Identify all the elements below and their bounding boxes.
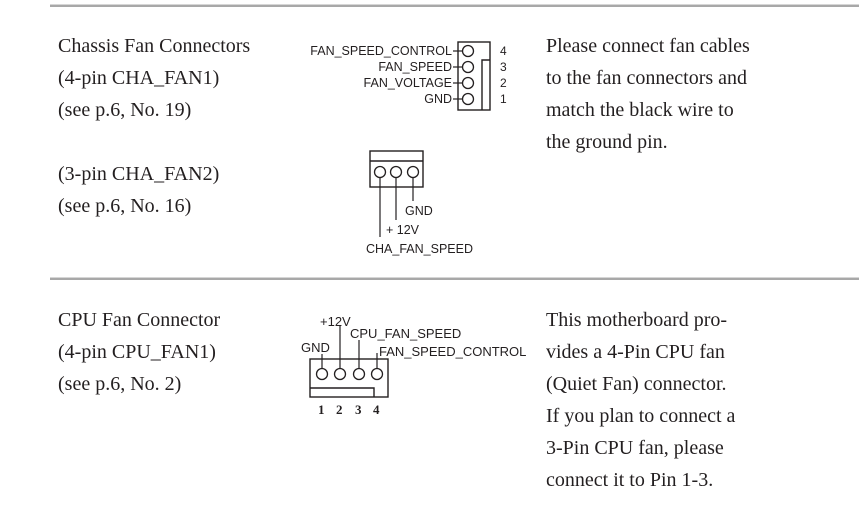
pin-circle	[389, 165, 403, 179]
pin-circle	[461, 92, 475, 106]
pin-row-1: GND 1	[424, 92, 507, 106]
description-line: to the fan connectors and	[546, 67, 748, 89]
pin-circle	[352, 367, 366, 381]
pin-circle	[461, 60, 475, 74]
pin-circle	[373, 165, 387, 179]
pin-number: 2	[336, 402, 343, 417]
pin-row-4: FAN_SPEED_CONTROL 4	[310, 44, 507, 58]
12v-label: + 12V	[386, 223, 420, 237]
chassis-3pin-ref: (see p.6, No. 16)	[58, 195, 192, 217]
pin-circle	[406, 165, 420, 179]
description-line: vides a 4-Pin CPU fan	[546, 341, 725, 363]
cpu-4pin-ref: (see p.6, No. 2)	[58, 373, 182, 395]
section-divider-top	[50, 4, 859, 7]
chassis-3pin-name: (3-pin CHA_FAN2)	[58, 163, 220, 185]
gnd-label: GND	[405, 204, 433, 218]
pin-row-3: FAN_SPEED 3	[378, 60, 507, 74]
cpu-fan-heading: CPU Fan Connector (4-pin CPU_FAN1) (see …	[58, 304, 220, 400]
pin-circle	[333, 367, 347, 381]
description-line: Please connect fan cables	[546, 35, 750, 57]
section-divider-middle	[50, 277, 859, 280]
cpu-4pin-diagram: +12V CPU_FAN_SPEED GND FAN_SPEED_CONTROL…	[301, 314, 526, 417]
description-line: 3-Pin CPU fan, please	[546, 437, 724, 459]
connector-key	[481, 59, 490, 110]
connector-key	[310, 387, 375, 397]
pin-row-2: FAN_VOLTAGE 2	[364, 76, 507, 90]
description-line: connect it to Pin 1-3.	[546, 469, 714, 491]
chassis-fan-description: Please connect fan cables to the fan con…	[546, 30, 750, 158]
pin-label: FAN_SPEED	[378, 60, 452, 74]
chassis-fan-heading: Chassis Fan Connectors (4-pin CHA_FAN1) …	[58, 30, 250, 222]
chassis-title: Chassis Fan Connectors	[58, 35, 251, 57]
pin-number: 3	[500, 60, 507, 74]
cpu-4pin-name: (4-pin CPU_FAN1)	[58, 341, 216, 363]
chassis-3pin-diagram: GND + 12V CHA_FAN_SPEED	[366, 150, 473, 256]
description-line: (Quiet Fan) connector.	[546, 373, 727, 395]
speed-label: CPU_FAN_SPEED	[350, 326, 461, 341]
description-line: the ground pin.	[546, 131, 668, 153]
chassis-4pin-name: (4-pin CHA_FAN1)	[58, 67, 220, 89]
pin-label: FAN_SPEED_CONTROL	[310, 44, 452, 58]
pin-label: FAN_VOLTAGE	[364, 76, 452, 90]
pin-circle	[461, 76, 475, 90]
pin-label: GND	[424, 92, 452, 106]
chassis-4pin-diagram: FAN_SPEED_CONTROL 4 FAN_SPEED 3 FAN_VOLT…	[310, 41, 507, 111]
connector-housing	[309, 358, 389, 398]
pin-circle	[370, 367, 384, 381]
pin-number: 3	[355, 402, 362, 417]
chassis-4pin-ref: (see p.6, No. 19)	[58, 99, 192, 121]
control-label: FAN_SPEED_CONTROL	[379, 344, 526, 359]
pin-circle	[461, 44, 475, 58]
connector-housing	[457, 41, 491, 111]
description-line: This motherboard pro-	[546, 309, 728, 331]
description-line: If you plan to connect a	[546, 405, 736, 427]
description-line: match the black wire to	[546, 99, 734, 121]
cpu-fan-description: This motherboard pro- vides a 4-Pin CPU …	[546, 304, 735, 496]
pin-circle	[315, 367, 329, 381]
pin-number: 4	[373, 402, 380, 417]
12v-label: +12V	[320, 314, 351, 329]
pin-number: 4	[500, 44, 507, 58]
spacer	[58, 126, 250, 158]
gnd-label: GND	[301, 340, 330, 355]
speed-label: CHA_FAN_SPEED	[366, 242, 473, 256]
pin-number: 1	[318, 402, 325, 417]
cpu-title: CPU Fan Connector	[58, 309, 221, 331]
pin-number: 2	[500, 76, 507, 90]
pin-number: 1	[500, 92, 507, 106]
